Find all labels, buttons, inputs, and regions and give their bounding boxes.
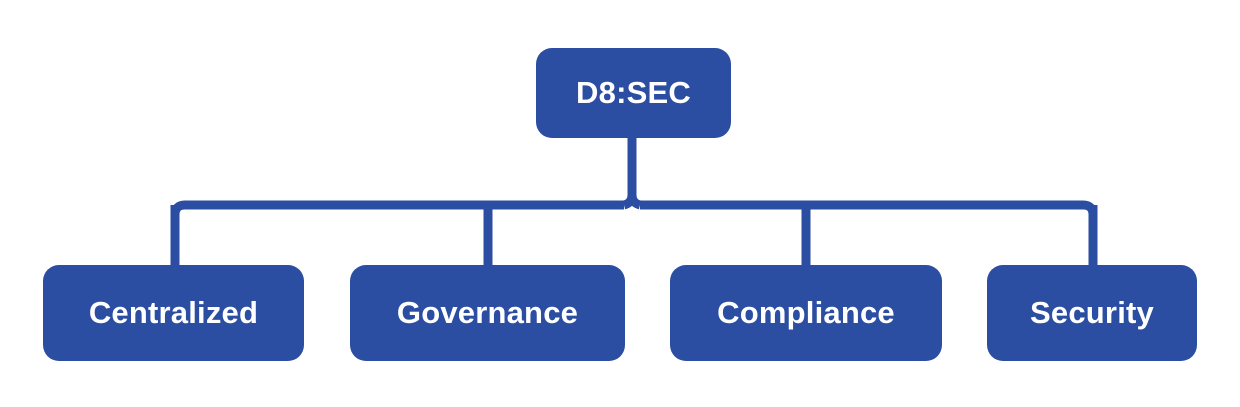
- root-node: D8:SEC: [536, 48, 731, 138]
- child-node-governance: Governance: [350, 265, 625, 361]
- child-node-centralized: Centralized: [43, 265, 304, 361]
- horizontal-bus-connector: [170, 200, 1098, 266]
- child-node-compliance: Compliance: [670, 265, 942, 361]
- child-node-label: Centralized: [88, 295, 259, 330]
- child-node-label: Compliance: [717, 295, 895, 330]
- root-node-label: D8:SEC: [576, 75, 691, 110]
- child-node-label: Governance: [396, 295, 579, 330]
- child-node-security: Security: [987, 265, 1197, 361]
- root-connector: [622, 138, 642, 210]
- child-node-label: Security: [1030, 295, 1154, 330]
